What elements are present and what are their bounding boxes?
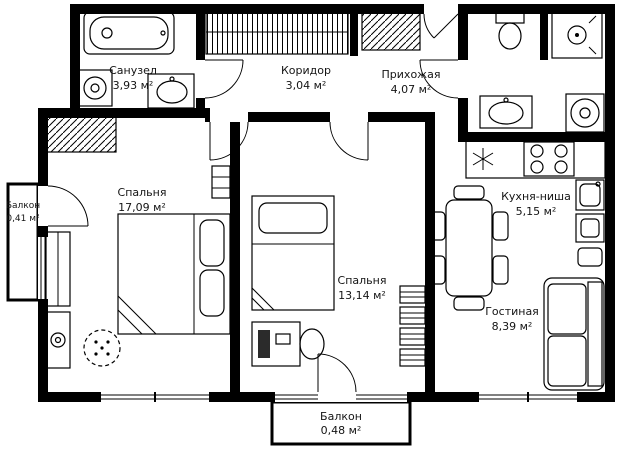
shelving-bedroom2: [399, 285, 426, 367]
room-label-spalnya-2: Спальня 13,14 м²: [338, 274, 387, 302]
room-area: 3,04 м²: [286, 79, 327, 92]
room-area: 17,09 м²: [118, 201, 166, 214]
room-area: 4,07 м²: [391, 83, 432, 96]
window-left-wall: [38, 235, 48, 301]
door-balcony-left: [38, 185, 89, 227]
room-area: 5,15 м²: [516, 205, 557, 218]
room-name: Балкон: [6, 201, 40, 211]
room-area: 0,41 м²: [6, 214, 40, 224]
door-wc: [419, 59, 468, 99]
room-label-spalnya-1: Спальня 17,09 м²: [118, 186, 167, 214]
cabinet-left-wall: [45, 311, 71, 369]
kitchen-sink: [575, 179, 605, 211]
desk: [251, 321, 301, 367]
window-bedroom2-right: [356, 392, 409, 402]
sink-wc: [479, 95, 533, 129]
room-area: 0,48 м²: [321, 424, 362, 437]
toilet: [495, 11, 525, 50]
desk-chair: [299, 328, 325, 360]
sink-bathroom: [147, 73, 195, 109]
furniture: [43, 9, 606, 391]
room-labels: Санузел 3,93 м² Коридор 3,04 м² Прихожая…: [6, 64, 571, 437]
wardrobe-bedroom1: [43, 113, 117, 153]
dishwasher: [575, 213, 605, 243]
sofa: [543, 277, 605, 391]
room-name: Спальня: [338, 274, 387, 287]
vent-symbol: [472, 148, 494, 170]
room-area: 3,93 м²: [113, 79, 154, 92]
room-label-koridor: Коридор 3,04 м²: [281, 64, 331, 92]
dining-table: [429, 185, 509, 311]
room-name: Кухня-ниша: [501, 190, 571, 203]
room-label-prihozhaya: Прихожая 4,07 м²: [382, 68, 441, 96]
room-label-balkon-bottom: Балкон 0,48 м²: [320, 410, 362, 437]
closet-hallway: [361, 9, 421, 51]
room-area: 13,14 м²: [338, 289, 386, 302]
doors: [38, 4, 468, 402]
bathtub: [83, 11, 175, 55]
room-name: Коридор: [281, 64, 331, 77]
room-label-gostinaya: Гостиная 8,39 м²: [485, 305, 539, 333]
door-bathroom: [196, 59, 244, 99]
room-name: Спальня: [118, 186, 167, 199]
window-living: [477, 392, 579, 402]
wardrobe-corridor: [205, 9, 349, 55]
single-bed: [251, 195, 335, 311]
wardrobe-left-wall: [45, 231, 71, 307]
door-bedroom1: [209, 112, 249, 161]
room-name: Прихожая: [382, 68, 441, 81]
room-area: 8,39 м²: [492, 320, 533, 333]
washing-machine: [77, 69, 113, 107]
kitchen-counter: [465, 139, 606, 179]
room-label-sanuzel: Санузел 3,93 м²: [109, 64, 157, 92]
door-balcony-bottom: [317, 353, 357, 402]
window-bedroom2-left: [273, 392, 318, 402]
room-label-kuhnya: Кухня-ниша 5,15 м²: [501, 190, 571, 218]
dresser-bedroom1: [211, 165, 231, 199]
room-name: Санузел: [109, 64, 157, 77]
balcony-bottom-outline: [270, 400, 412, 446]
room-name: Балкон: [320, 410, 362, 423]
kitchen-stool: [577, 247, 603, 267]
washer-wc: [565, 93, 605, 133]
double-bed: [117, 213, 231, 335]
windows: [38, 235, 579, 402]
stove: [523, 141, 575, 177]
door-entrance: [423, 4, 459, 39]
room-name: Гостиная: [485, 305, 539, 318]
window-bedroom1: [99, 392, 211, 402]
shower: [551, 11, 603, 59]
room-label-balkon-left: Балкон 0,41 м²: [6, 201, 40, 224]
rug: [83, 329, 121, 367]
door-bedroom2: [329, 112, 369, 161]
